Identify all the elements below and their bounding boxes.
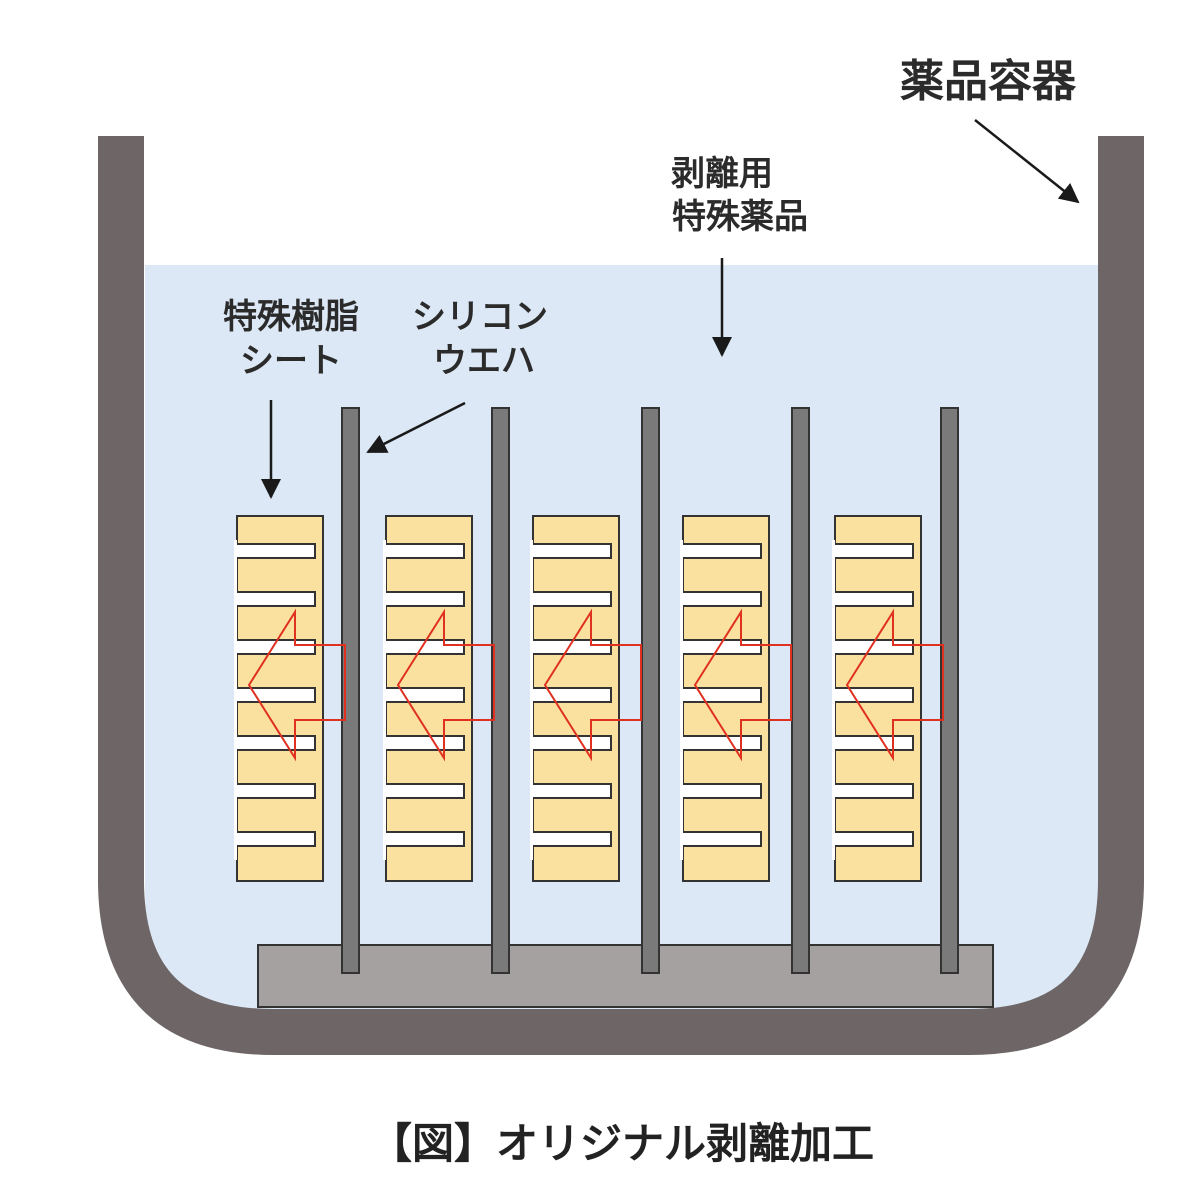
resin-slit: [383, 735, 465, 751]
resin-slit: [383, 783, 465, 799]
resin-slit: [530, 831, 612, 847]
resin-slit: [530, 735, 612, 751]
resin-stack: [680, 515, 770, 882]
resin-slit: [530, 591, 612, 607]
resin-slit: [680, 735, 762, 751]
peel-arrow: [845, 608, 944, 762]
resin-slit: [234, 831, 316, 847]
resin-slit: [234, 687, 316, 703]
peel-direction-arrows: [247, 608, 944, 762]
silicon-wafers: [341, 407, 959, 974]
silicon-wafer: [940, 407, 959, 974]
resin-slit: [383, 687, 465, 703]
chemical-label-line1: 剥離用: [671, 154, 773, 194]
peel-arrow: [543, 608, 642, 762]
silicon-wafer: [791, 407, 810, 974]
resin-slit: [383, 543, 465, 559]
container-pointer-arrow: [974, 119, 1080, 204]
silicon-wafer: [641, 407, 660, 974]
silicon-wafer: [341, 407, 360, 974]
resin-slit: [680, 783, 762, 799]
resin-slit: [680, 543, 762, 559]
resin-stack: [530, 515, 620, 882]
wafer-pointer-arrow: [366, 401, 466, 454]
wafer-label-line1: シリコン: [412, 297, 548, 337]
resin-label-line2: シート: [240, 341, 342, 381]
resin-slit: [234, 591, 316, 607]
resin-stack: [383, 515, 473, 882]
resin-slit: [680, 591, 762, 607]
resin-slit: [234, 783, 316, 799]
resin-slit: [530, 543, 612, 559]
resin-label-line1: 特殊樹脂: [223, 297, 359, 337]
figure-caption: 【図】オリジナル剥離加工: [370, 1119, 874, 1168]
chemical-container: [98, 136, 1144, 1055]
resin-slit: [832, 831, 914, 847]
resin-slit: [832, 735, 914, 751]
resin-slit: [680, 687, 762, 703]
wafer-holder-base: [257, 944, 994, 1008]
resin-slit: [234, 735, 316, 751]
silicon-wafer: [491, 407, 510, 974]
container-label: 薬品容器: [900, 56, 1077, 107]
peel-arrow: [247, 608, 346, 762]
resin-slit: [832, 783, 914, 799]
peel-arrow: [396, 608, 495, 762]
resin-slit: [530, 687, 612, 703]
resin-stack: [234, 515, 324, 882]
wafer-label-line2: ウエハ: [433, 341, 535, 381]
resin-slit: [832, 543, 914, 559]
resin-slit: [234, 543, 316, 559]
chemical-label-line2: 特殊薬品: [672, 197, 808, 237]
resin-stack: [832, 515, 922, 882]
resin-slit: [530, 783, 612, 799]
resin-slit: [832, 591, 914, 607]
peel-arrow: [693, 608, 792, 762]
resin-slit: [383, 831, 465, 847]
resin-slit: [383, 591, 465, 607]
resin-slit: [680, 831, 762, 847]
resin-slit: [832, 687, 914, 703]
